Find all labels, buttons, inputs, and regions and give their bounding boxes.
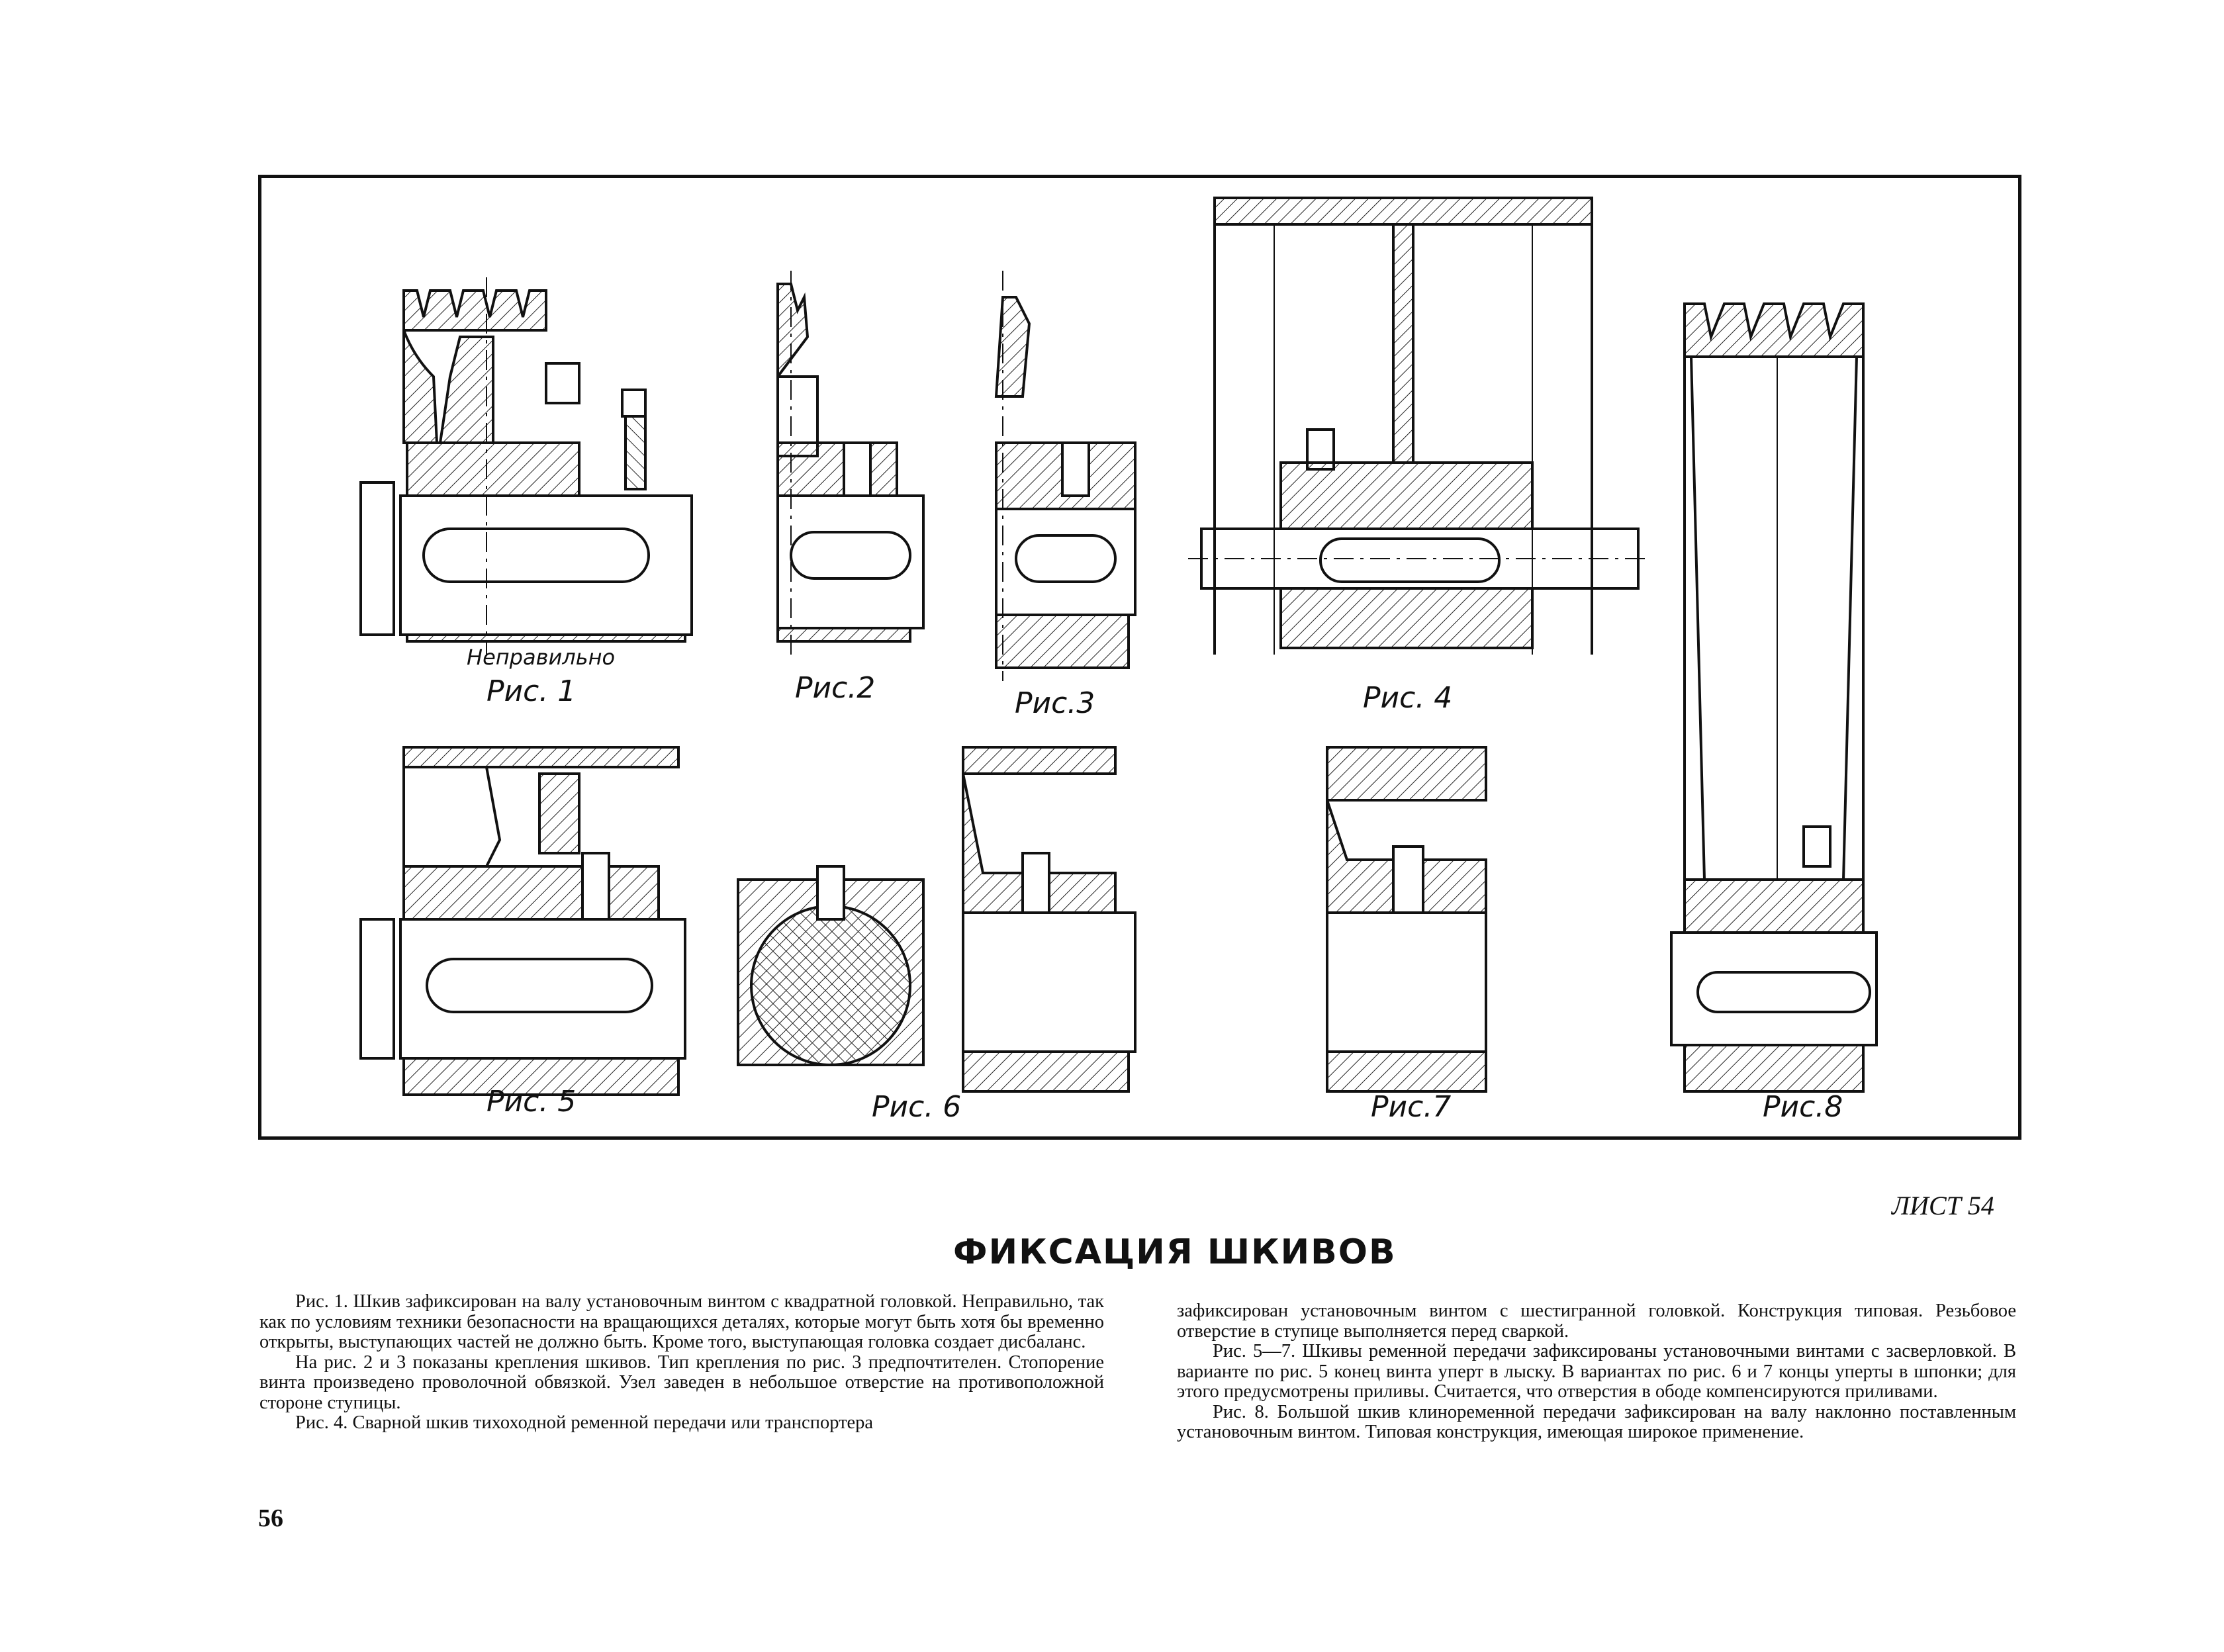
fig7-caption: Рис.7 bbox=[1371, 1090, 1452, 1124]
fig3-pulley bbox=[994, 271, 1136, 681]
fig4-caption: Рис. 4 bbox=[1363, 681, 1453, 715]
page-number: 56 bbox=[258, 1504, 283, 1532]
fig1-note: Неправильно bbox=[467, 645, 616, 670]
fig4-pulley bbox=[1188, 197, 1651, 655]
paragraph: Рис. 5—7. Шкивы ременной передачи зафикс… bbox=[1177, 1341, 2016, 1402]
fig6-pulley bbox=[737, 865, 925, 1066]
fig7b-pulley bbox=[1326, 746, 1487, 1093]
paragraph: Рис. 1. Шкив зафиксирован на валу устано… bbox=[259, 1291, 1104, 1352]
fig2-caption: Рис.2 bbox=[795, 671, 876, 705]
fig2-pulley bbox=[776, 271, 925, 655]
paragraph: Рис. 4. Сварной шкив тихоходной ременной… bbox=[295, 1412, 874, 1433]
fig1-caption: Рис. 1 bbox=[486, 674, 577, 708]
fig5-caption: Рис. 5 bbox=[486, 1085, 577, 1119]
fig8-caption: Рис.8 bbox=[1763, 1090, 1843, 1124]
page-title: ФИКСАЦИЯ ШКИВОВ bbox=[953, 1232, 1397, 1272]
text-column-left: Рис. 1. Шкив зафиксирован на валу устано… bbox=[259, 1291, 1104, 1434]
drawing-plate: Неправильно Рис. 1 Рис.2 Рис.3 Рис. 4 Ри… bbox=[258, 175, 2021, 1140]
text-column-right: зафиксирован установочным винтом с шести… bbox=[1177, 1301, 2016, 1443]
fig7-pulley bbox=[962, 746, 1136, 1093]
paragraph: зафиксирован установочным винтом с шести… bbox=[1177, 1301, 2016, 1342]
fig3-caption: Рис.3 bbox=[1015, 686, 1095, 720]
paragraph: На рис. 2 и 3 показаны крепления шкивов.… bbox=[259, 1352, 1104, 1413]
fig1-pulley bbox=[359, 277, 693, 655]
fig8-pulley bbox=[1670, 302, 1878, 1093]
sheet-label: ЛИСТ 54 bbox=[1892, 1191, 1994, 1220]
fig5-pulley bbox=[359, 746, 686, 1096]
paragraph: Рис. 8. Большой шкив клиноременной перед… bbox=[1177, 1401, 2016, 1442]
fig6-caption: Рис. 6 bbox=[872, 1090, 962, 1124]
technical-drawing bbox=[359, 197, 1878, 1096]
